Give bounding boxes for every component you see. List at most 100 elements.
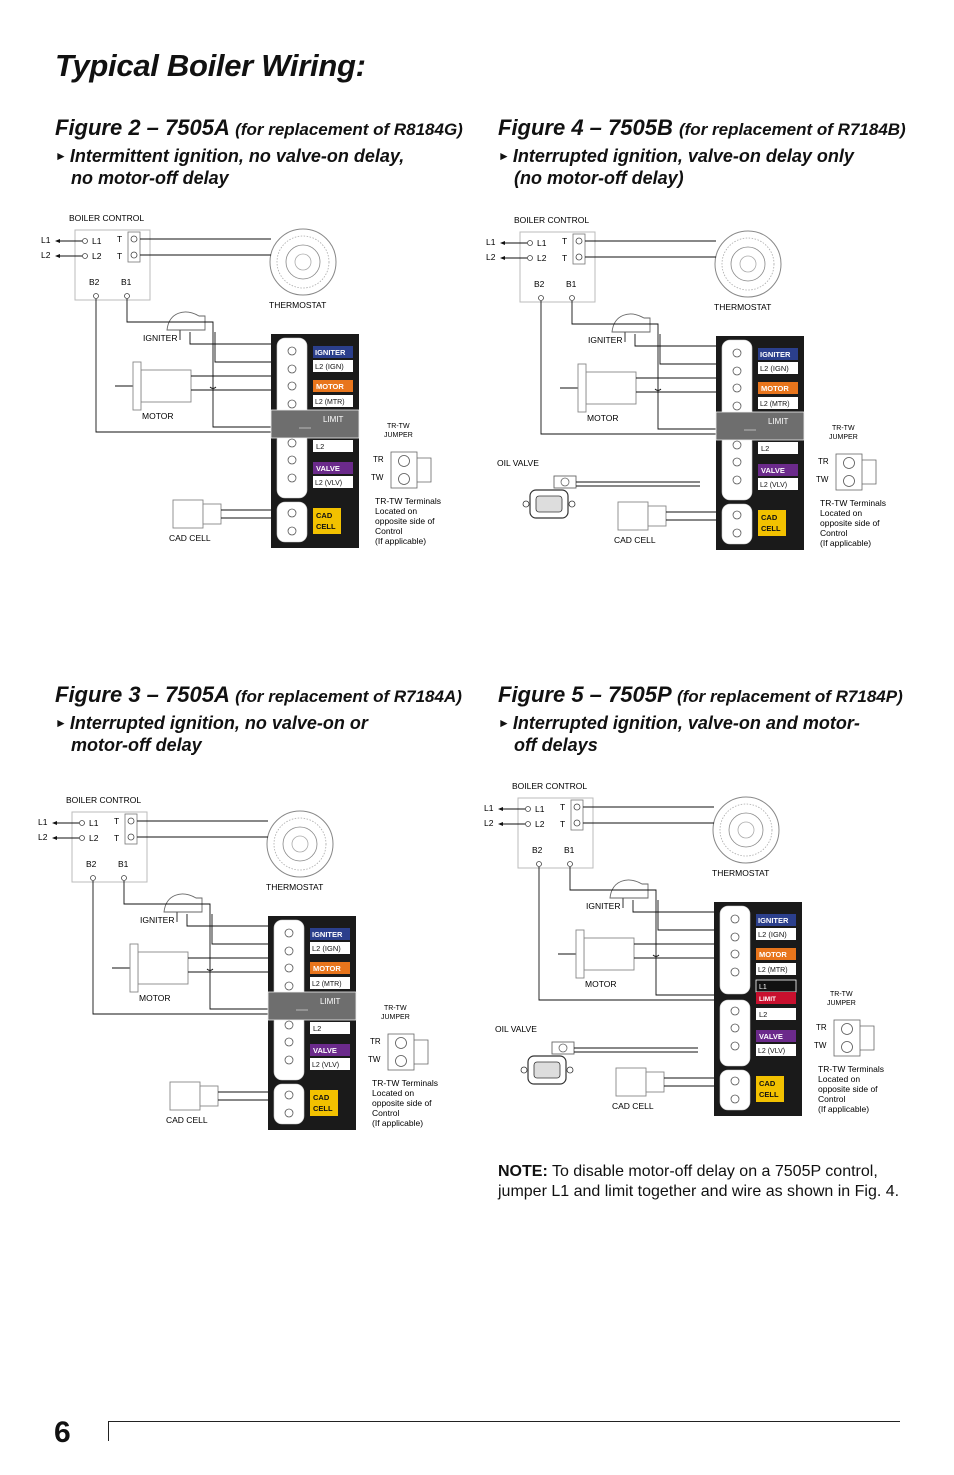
svg-text:L2: L2	[313, 1024, 321, 1033]
figure-2-header: Figure 2 – 7505A (for replacement of R81…	[55, 115, 463, 189]
cad-cell-component: CAD CELL	[169, 499, 222, 543]
thermostat: THERMOSTAT	[712, 796, 780, 878]
valve-terminal-badge	[758, 464, 798, 476]
svg-text:IGNITER: IGNITER	[760, 350, 791, 359]
svg-text:CAD CELL: CAD CELL	[614, 535, 656, 545]
svg-text:T: T	[562, 253, 567, 263]
svg-text:L2 (IGN): L2 (IGN)	[758, 930, 787, 939]
svg-text:MOTOR: MOTOR	[759, 950, 787, 959]
svg-text:L2 (VLV): L2 (VLV)	[312, 1062, 339, 1069]
svg-text:TR-TW: TR-TW	[387, 423, 410, 430]
svg-text:CAD: CAD	[313, 1093, 330, 1102]
svg-text:MOTOR: MOTOR	[142, 411, 173, 421]
svg-text:JUMPER: JUMPER	[829, 434, 858, 441]
svg-text:L2 (VLV): L2 (VLV)	[315, 480, 342, 487]
svg-text:MOTOR: MOTOR	[316, 382, 344, 391]
svg-text:BOILER CONTROL: BOILER CONTROL	[512, 781, 587, 791]
svg-text:IGNITER: IGNITER	[140, 915, 174, 925]
svg-text:Control: Control	[818, 1094, 846, 1104]
thermostat: THERMOSTAT	[266, 810, 334, 892]
svg-text:LIMIT: LIMIT	[320, 997, 341, 1006]
thermostat: THERMOSTAT	[714, 230, 782, 312]
footer-rule	[108, 1421, 900, 1422]
note: NOTE: To disable motor-off delay on a 75…	[498, 1163, 900, 1200]
figure-5-diagram: BOILER CONTROL L1 L2 T T B2 B1 L1 L2	[484, 781, 884, 1116]
valve-terminal-badge	[313, 462, 353, 474]
wiring	[95, 238, 273, 519]
oil-valve-component: OIL VALVE	[495, 1024, 698, 1085]
igniter-terminal-badge	[758, 348, 798, 360]
svg-text:CAD CELL: CAD CELL	[169, 533, 211, 543]
tr-tw-note: TR-TW Terminals Located on opposite side…	[818, 1064, 884, 1114]
svg-text:Located on: Located on	[820, 508, 862, 518]
page-title: Typical Boiler Wiring:	[55, 48, 366, 83]
svg-text:IGNITER: IGNITER	[586, 901, 620, 911]
page-number: 6	[54, 1416, 71, 1449]
svg-text:L2: L2	[316, 442, 324, 451]
svg-text:TR-TW Terminals: TR-TW Terminals	[818, 1064, 884, 1074]
svg-text:THERMOSTAT: THERMOSTAT	[266, 882, 323, 892]
svg-text:TW: TW	[368, 1055, 381, 1064]
limit-terminal-red: L1 LIMIT	[755, 979, 797, 1004]
tr-tw-note: TR-TW Terminals Located on opposite side…	[372, 1078, 438, 1128]
footer-rule-vertical	[108, 1421, 109, 1441]
figure-5-title: Figure 5 – 7505P (for replacement of R71…	[498, 682, 903, 707]
svg-text:opposite side of: opposite side of	[372, 1098, 432, 1108]
svg-text:T: T	[560, 819, 565, 829]
svg-text:JUMPER: JUMPER	[827, 1000, 856, 1007]
igniter-terminal-badge	[756, 914, 796, 926]
svg-text:B1: B1	[564, 845, 575, 855]
svg-text:L2 (IGN): L2 (IGN)	[312, 944, 341, 953]
svg-text:B2: B2	[534, 279, 545, 289]
svg-text:TR-TW Terminals: TR-TW Terminals	[372, 1078, 438, 1088]
svg-text:THERMOSTAT: THERMOSTAT	[712, 868, 769, 878]
figure-3-title: Figure 3 – 7505A (for replacement of R71…	[55, 682, 462, 707]
svg-text:MOTOR: MOTOR	[585, 979, 616, 989]
svg-text:VALVE: VALVE	[761, 466, 785, 475]
svg-text:THERMOSTAT: THERMOSTAT	[269, 300, 326, 310]
cad-terminal-badge	[310, 1090, 338, 1116]
cad-terminal-badge	[758, 510, 786, 536]
svg-text:TR: TR	[818, 457, 829, 466]
svg-text:TW: TW	[371, 473, 384, 482]
svg-text:L2: L2	[759, 1010, 767, 1019]
svg-text:IGNITER: IGNITER	[143, 333, 177, 343]
svg-text:CAD: CAD	[761, 513, 778, 522]
svg-text:CAD CELL: CAD CELL	[166, 1115, 208, 1125]
motor-terminal-badge	[758, 382, 798, 394]
svg-text:CELL: CELL	[759, 1090, 779, 1099]
limit-terminal: LIMIT	[715, 411, 805, 441]
svg-text:IGNITER: IGNITER	[758, 916, 789, 925]
boiler-control: BOILER CONTROL L1 L2 T T B2 B1 L1 L2	[484, 781, 594, 869]
svg-text:L1: L1	[38, 817, 48, 827]
figure-2-description: ►Intermittent ignition, no valve-on dela…	[55, 146, 405, 188]
cad-cell-component: CAD CELL	[614, 501, 667, 545]
figure-2-title: Figure 2 – 7505A (for replacement of R81…	[55, 115, 463, 140]
motor-terminal-badge	[310, 962, 350, 974]
boiler-control: BOILER CONTROL L1 L2 T T B2 B1 L1 L2	[41, 213, 151, 301]
svg-text:OIL VALVE: OIL VALVE	[495, 1024, 537, 1034]
svg-text:(If applicable): (If applicable)	[375, 536, 426, 546]
motor-component: MOTOR	[115, 361, 192, 421]
svg-text:L2 (MTR): L2 (MTR)	[315, 399, 345, 406]
svg-text:opposite side of: opposite side of	[820, 518, 880, 528]
svg-text:CELL: CELL	[761, 524, 781, 533]
figure-4-title: Figure 4 – 7505B (for replacement of R71…	[498, 115, 906, 140]
svg-text:IGNITER: IGNITER	[588, 335, 622, 345]
svg-text:BOILER CONTROL: BOILER CONTROL	[66, 795, 141, 805]
svg-text:TR: TR	[370, 1037, 381, 1046]
svg-text:L2 (MTR): L2 (MTR)	[758, 967, 788, 974]
svg-text:Located on: Located on	[372, 1088, 414, 1098]
limit-terminal: LIMIT	[270, 409, 360, 439]
svg-text:CELL: CELL	[316, 522, 336, 531]
svg-text:OIL VALVE: OIL VALVE	[497, 458, 539, 468]
cad-cell-component: CAD CELL	[612, 1067, 665, 1111]
svg-text:B2: B2	[532, 845, 543, 855]
cad-terminal-badge	[756, 1076, 784, 1102]
svg-text:MOTOR: MOTOR	[139, 993, 170, 1003]
svg-text:B2: B2	[89, 277, 100, 287]
igniter-terminal-badge	[310, 928, 350, 940]
svg-text:LIMIT: LIMIT	[768, 417, 789, 426]
svg-text:B2: B2	[86, 859, 97, 869]
